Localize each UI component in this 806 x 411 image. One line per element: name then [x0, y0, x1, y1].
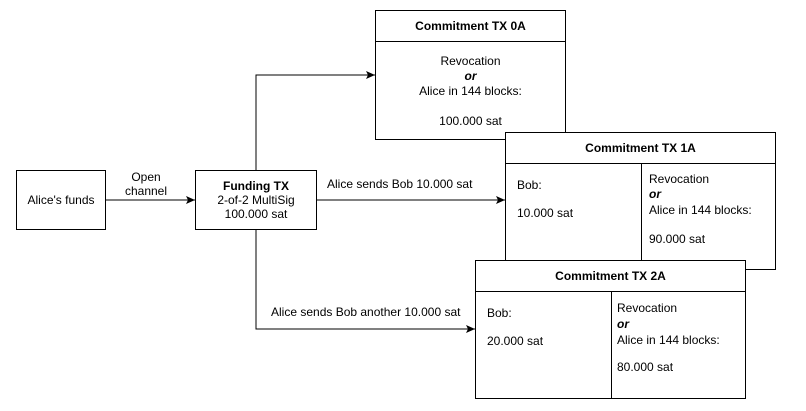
edge-label-sends-10000: Alice sends Bob 10.000 sat: [327, 177, 473, 191]
commitment-tx-2a-or: or: [617, 317, 629, 331]
funding-tx-node: Funding TX 2-of-2 MultiSig 100.000 sat: [195, 170, 317, 230]
commitment-tx-1a-alice-amount: 90.000 sat: [649, 232, 706, 246]
alice-funds-label: Alice's funds: [27, 193, 95, 207]
commitment-tx-2a-revocation: Revocation: [617, 301, 678, 315]
commitment-tx-2a-title: Commitment TX 2A: [476, 261, 745, 292]
funding-tx-amount: 100.000 sat: [224, 207, 288, 221]
commitment-tx-0a-title: Commitment TX 0A: [376, 11, 565, 42]
commitment-tx-1a-node: Commitment TX 1A Bob: 10.000 sat Revocat…: [505, 132, 776, 270]
open-channel-line2: channel: [124, 184, 168, 198]
edge-funding-to-commitment-2a: [255, 230, 475, 333]
open-channel-line1: Open: [131, 170, 161, 184]
commitment-tx-1a-alice-blocks: Alice in 144 blocks:: [649, 203, 752, 217]
funding-tx-multisig: 2-of-2 MultiSig: [217, 193, 295, 207]
commitment-tx-2a-bob-amount: 20.000 sat: [487, 334, 544, 348]
open-channel-label: Open channel: [118, 170, 174, 198]
commitment-tx-2a-bob-label: Bob:: [487, 306, 512, 320]
commitment-tx-0a-alice-blocks: Alice in 144 blocks:: [419, 84, 522, 98]
commitment-tx-0a-node: Commitment TX 0A Revocation or Alice in …: [375, 10, 566, 140]
funding-tx-title: Funding TX: [223, 179, 289, 193]
alice-funds-node: Alice's funds: [16, 170, 106, 230]
edge-label-sends-another-10000: Alice sends Bob another 10.000 sat: [271, 305, 461, 319]
commitment-tx-1a-divider: [641, 163, 642, 269]
commitment-tx-2a-alice-amount: 80.000 sat: [617, 360, 674, 374]
commitment-tx-2a-divider: [611, 291, 612, 398]
commitment-tx-0a-amount: 100.000 sat: [439, 114, 502, 128]
commitment-tx-0a-revocation: Revocation: [440, 54, 501, 68]
commitment-tx-1a-bob-label: Bob:: [517, 178, 542, 192]
commitment-tx-1a-revocation: Revocation: [649, 172, 710, 186]
commitment-tx-1a-bob-amount: 10.000 sat: [517, 206, 574, 220]
commitment-tx-1a-or: or: [649, 187, 661, 201]
commitment-tx-0a-or: or: [464, 69, 477, 83]
commitment-tx-2a-node: Commitment TX 2A Bob: 20.000 sat Revocat…: [475, 260, 746, 399]
commitment-tx-2a-alice-blocks: Alice in 144 blocks:: [617, 333, 720, 347]
commitment-tx-0a-body: Revocation or Alice in 144 blocks: 100.0…: [376, 54, 565, 129]
edge-funding-to-commitment-0a: [255, 71, 375, 170]
commitment-tx-1a-title: Commitment TX 1A: [506, 133, 775, 164]
